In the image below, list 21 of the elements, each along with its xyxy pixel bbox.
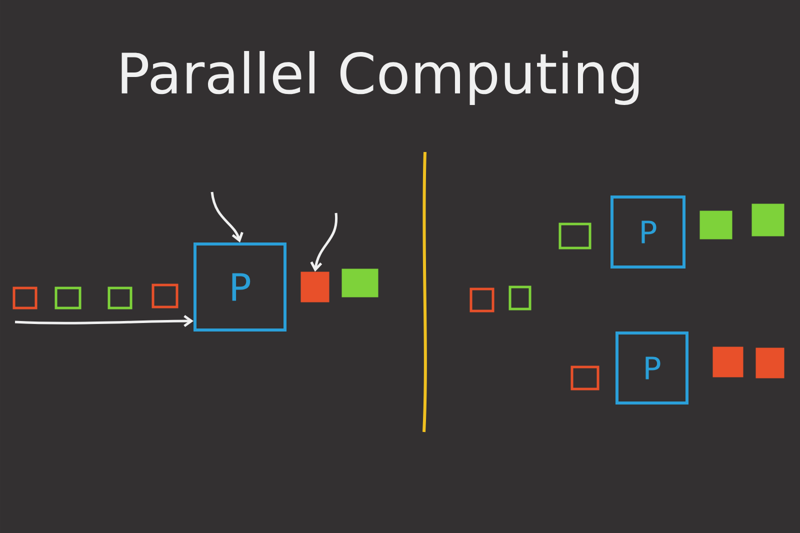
task-square-outline bbox=[558, 222, 592, 250]
arrow bbox=[14, 314, 194, 328]
task-square-outline bbox=[152, 284, 178, 308]
task-square-outline bbox=[470, 288, 494, 312]
task-square bbox=[700, 210, 732, 240]
task-square-outline bbox=[508, 286, 532, 310]
task-square-outline bbox=[108, 286, 132, 310]
task-square bbox=[712, 346, 744, 378]
task-square bbox=[752, 204, 784, 236]
processor-box: P bbox=[610, 196, 686, 268]
task-square-outline bbox=[570, 366, 600, 390]
title: Parallel Computing bbox=[122, 51, 639, 105]
arrow bbox=[310, 212, 338, 272]
task-square bbox=[756, 348, 784, 378]
task-square-outline bbox=[54, 286, 82, 310]
arrow bbox=[210, 192, 244, 242]
task-square bbox=[342, 268, 378, 298]
task-square-outline bbox=[12, 286, 38, 310]
task-square bbox=[300, 272, 330, 302]
processor-box: P bbox=[194, 242, 286, 332]
processor-box: P bbox=[616, 332, 688, 404]
